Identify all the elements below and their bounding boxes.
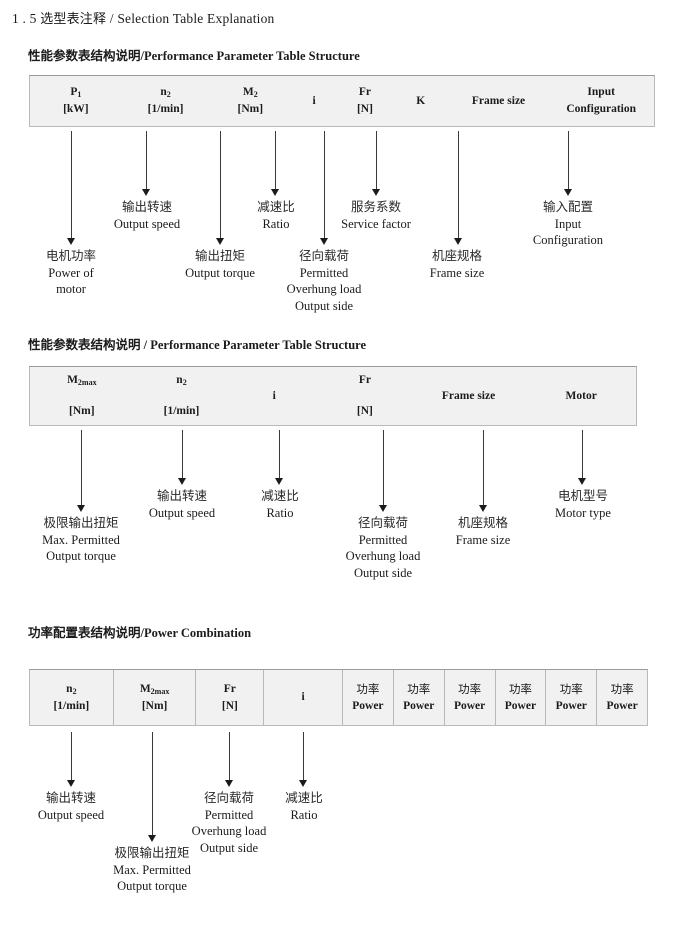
note-ratio-3: 减速比 Ratio (285, 790, 323, 822)
section-number: 1 . 5 (12, 11, 37, 26)
block-3-heading-en: Power Combination (144, 626, 252, 640)
arrow-permitted-overhung-load-2 (379, 430, 388, 512)
table-1-col-fr: Fr [N] (356, 86, 373, 115)
table-1-col-p1: P1 [kW] (63, 86, 89, 115)
block-1-heading-en: Performance Parameter Table Structure (144, 49, 360, 63)
table-1-col-i: i (312, 94, 316, 107)
arrow-frame-size (454, 131, 463, 245)
arrow-output-speed (142, 131, 151, 196)
table-3-col-power-3: 功率 Power (443, 670, 495, 725)
arrow-permitted-overhung-load (320, 131, 329, 245)
block-2-heading-en: Performance Parameter Table Structure (150, 338, 367, 352)
block-3-heading: 功率配置表结构说明/Power Combination (28, 622, 251, 641)
section-title-separator: / (109, 11, 114, 26)
note-ratio: 减速比 Ratio (257, 199, 295, 231)
note-power-of-motor: 电机功率 Power of motor (45, 248, 97, 296)
table-1-col-m2: M2 [Nm] (237, 86, 264, 115)
table-3-col-power-1: 功率 Power (341, 670, 393, 725)
block-3-heading-cn: 功率配置表结构说明 (28, 625, 141, 640)
arrow-service-factor (372, 131, 381, 196)
note-frame-size-2: 机座规格 Frame size (455, 515, 511, 547)
table-1-col-k: K (416, 94, 426, 107)
table-3-col-n2: n2 [1/min] (53, 682, 90, 712)
arrow-output-speed-2 (178, 430, 187, 485)
arrow-motor-type (578, 430, 587, 485)
arrow-max-permitted-output-torque-3 (148, 732, 157, 842)
block-3-heading-sep: / (140, 626, 144, 640)
table-1-col-frame-size: Frame size (471, 94, 526, 107)
note-max-permitted-output-torque: 极限输出扭矩 Max. Permitted Output torque (42, 515, 120, 563)
table-2-col-motor: Motor (565, 389, 597, 402)
arrow-ratio-3 (299, 732, 308, 787)
block-1-heading-cn: 性能参数表结构说明 (28, 48, 141, 63)
note-output-speed-2: 输出转速 Output speed (148, 488, 216, 520)
note-motor-type: 电机型号 Motor type (555, 488, 611, 520)
section-title-cn: 选型表注释 (40, 12, 107, 27)
arrow-ratio-2 (275, 430, 284, 485)
note-output-speed: 输出转速 Output speed (113, 199, 181, 231)
arrow-output-torque (216, 131, 225, 245)
block-2-heading-cn: 性能参数表结构说明 (28, 337, 141, 352)
table-2-col-i: i (272, 389, 276, 402)
note-input-configuration: 输入配置 Input Configuration (532, 199, 604, 247)
table-2-col-m2max: M2max [Nm] (67, 374, 97, 417)
note-ratio-2: 减速比 Ratio (261, 488, 299, 520)
table-2-col-frame-size: Frame size (441, 389, 496, 402)
table-3-col-m2max: M2max [Nm] (112, 670, 196, 725)
arrow-power-of-motor (67, 131, 76, 245)
block-2-heading: 性能参数表结构说明 / Performance Parameter Table … (28, 334, 366, 353)
note-max-permitted-output-torque-3: 极限输出扭矩 Max. Permitted Output torque (113, 845, 191, 893)
arrow-frame-size-2 (479, 430, 488, 512)
section-title-en: Selection Table Explanation (117, 11, 275, 26)
arrow-input-configuration (564, 131, 573, 196)
arrow-permitted-overhung-load-3 (225, 732, 234, 787)
note-output-torque: 输出扭矩 Output torque (185, 248, 255, 280)
block-1-heading: 性能参数表结构说明/Performance Parameter Table St… (28, 45, 360, 64)
note-permitted-overhung-load-3: 径向载荷 Permitted Overhung load Output side (191, 790, 267, 855)
table-3-col-power-6: 功率 Power (596, 670, 647, 725)
arrow-output-speed-3 (67, 732, 76, 787)
table-3-col-power-5: 功率 Power (545, 670, 596, 725)
note-permitted-overhung-load: 径向载荷 Permitted Overhung load Output side (286, 248, 362, 313)
table-2-col-n2: n2 [1/min] (163, 374, 200, 417)
performance-parameter-table-1: P1 [kW] n2 [1/min] M2 [Nm] i Fr [N] K Fr… (29, 75, 655, 127)
table-2-col-fr: Fr [N] (356, 374, 373, 417)
note-permitted-overhung-load-2: 径向载荷 Permitted Overhung load Output side (345, 515, 421, 580)
power-combination-table: n2 [1/min] M2max [Nm] Fr [N] i 功率 Power … (29, 669, 648, 726)
table-1-col-n2: n2 [1/min] (147, 86, 184, 115)
note-frame-size: 机座规格 Frame size (429, 248, 485, 280)
note-service-factor: 服务系数 Service factor (341, 199, 411, 231)
table-3-col-fr: Fr [N] (195, 670, 263, 725)
block-1-heading-sep: / (140, 49, 144, 63)
block-2-heading-sep: / (143, 338, 148, 352)
table-3-col-power-4: 功率 Power (494, 670, 546, 725)
note-output-speed-3: 输出转速 Output speed (37, 790, 105, 822)
table-1-col-input-configuration: Input Configuration (566, 86, 636, 115)
performance-parameter-table-2: M2max [Nm] n2 [1/min] i Fr [N] Frame siz… (29, 366, 637, 426)
arrow-max-permitted-output-torque (77, 430, 86, 512)
table-3-col-i: i (263, 670, 342, 725)
page-title: 1 . 5 选型表注释 / Selection Table Explanatio… (12, 8, 275, 27)
table-3-col-power-2: 功率 Power (392, 670, 444, 725)
arrow-ratio (271, 131, 280, 196)
